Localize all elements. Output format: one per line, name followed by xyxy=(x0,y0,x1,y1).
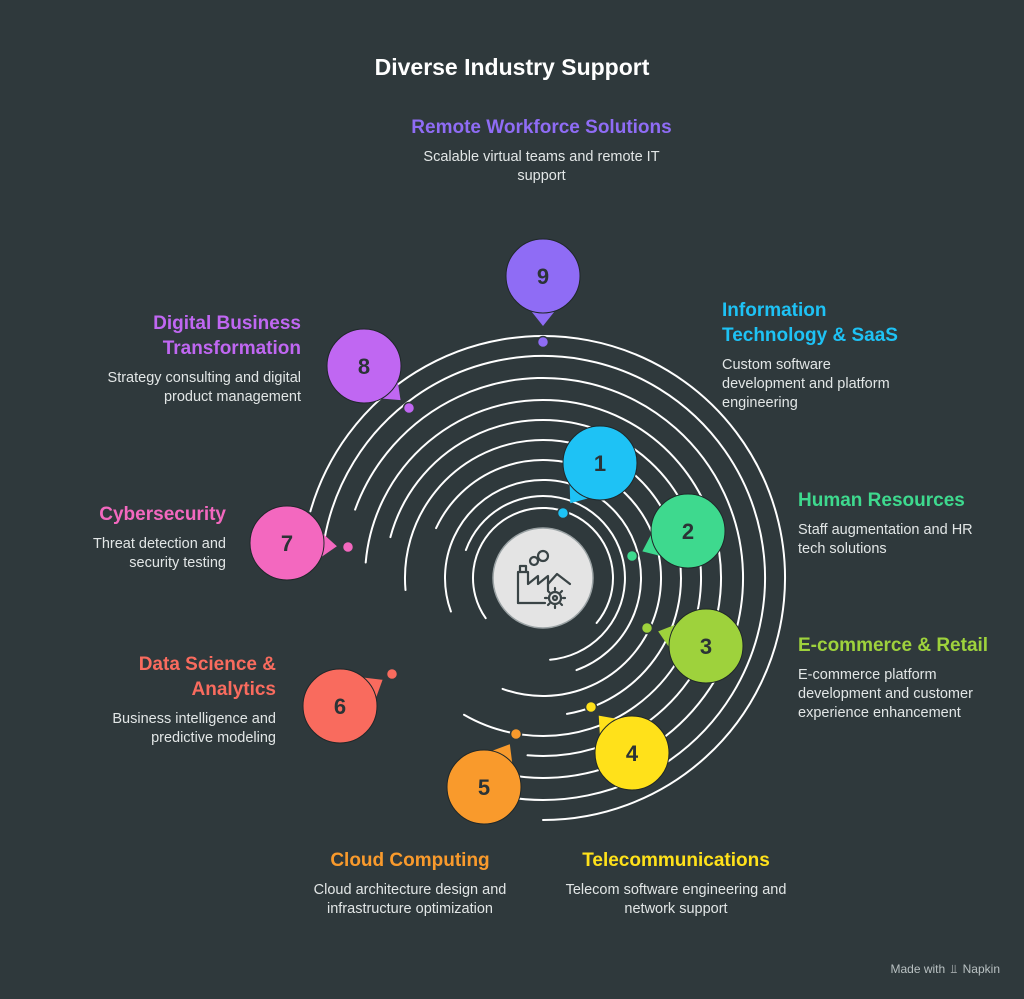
marker-number: 8 xyxy=(358,354,370,379)
industry-description: Business intelligence and predictive mod… xyxy=(112,711,276,746)
center-hub xyxy=(492,527,594,629)
marker-1: 1 xyxy=(556,425,638,520)
orbit-dot xyxy=(556,506,570,520)
orbit-dot xyxy=(584,700,598,714)
marker-number: 4 xyxy=(626,741,639,766)
marker-5: 5 xyxy=(446,727,523,825)
marker-bubble xyxy=(302,668,378,744)
marker-3: 3 xyxy=(640,608,744,684)
industry-description: Threat detection and security testing xyxy=(92,536,226,571)
factory-gear-icon xyxy=(516,549,572,610)
marker-8: 8 xyxy=(326,328,416,415)
footer-credit: Made with ⫫ Napkin xyxy=(891,962,1001,977)
industry-title: Cybersecurity xyxy=(99,504,226,525)
marker-6: 6 xyxy=(302,667,399,744)
orbit-dot xyxy=(625,549,639,563)
footer-brand: Napkin xyxy=(962,962,1000,976)
industry-description: Scalable virtual teams and remote IT sup… xyxy=(423,149,660,184)
marker-number: 1 xyxy=(594,451,606,476)
marker-bubble xyxy=(446,749,522,825)
marker-9: 9 xyxy=(505,238,581,349)
industry-title: Remote Workforce Solutions xyxy=(411,117,672,138)
marker-number: 9 xyxy=(537,264,549,289)
marker-bubble xyxy=(249,505,325,581)
orbit-dot xyxy=(385,667,399,681)
orbit-arc-10 xyxy=(309,335,786,821)
marker-bubble xyxy=(650,493,726,569)
industry-description: Strategy consulting and digital product … xyxy=(107,370,301,405)
marker-bubble xyxy=(594,715,670,791)
orbit-dot xyxy=(640,621,654,635)
marker-bubble xyxy=(505,238,581,314)
marker-4: 4 xyxy=(584,700,670,791)
orbit-dot xyxy=(509,727,523,741)
industry-description: Telecom software engineering and network… xyxy=(565,882,787,917)
napkin-logo-icon: ⫫ xyxy=(950,962,958,976)
industry-title: E-commerce & Retail xyxy=(798,635,989,656)
marker-number: 7 xyxy=(281,531,293,556)
industry-title: Telecommunications xyxy=(582,850,770,871)
marker-bubble xyxy=(668,608,744,684)
marker-2: 2 xyxy=(625,493,726,569)
industry-title: Digital Business Transformation xyxy=(153,313,301,359)
page-title: Diverse Industry Support xyxy=(374,54,650,80)
industry-title: Information Technology & SaaS xyxy=(722,300,898,346)
marker-7: 7 xyxy=(249,505,355,581)
marker-number: 2 xyxy=(682,519,694,544)
industry-description: Staff augmentation and HR tech solutions xyxy=(798,522,973,557)
industry-label-1: Information Technology & SaaS Custom soft… xyxy=(722,298,912,413)
industry-title: Data Science & Analytics xyxy=(138,654,276,700)
marker-number: 6 xyxy=(334,694,346,719)
orbit-dot xyxy=(536,335,550,349)
industry-description: Cloud architecture design and infrastruc… xyxy=(313,882,507,917)
orbit-dot xyxy=(402,401,416,415)
marker-number: 5 xyxy=(478,775,490,800)
industry-description: E-commerce platform development and cust… xyxy=(798,667,973,721)
orbit-arc-1 xyxy=(472,506,614,624)
industry-description: Custom software development and platform… xyxy=(722,357,890,411)
industry-title: Human Resources xyxy=(798,490,965,511)
marker-bubble xyxy=(326,328,402,404)
marker-number: 3 xyxy=(700,634,712,659)
markers: 1 2 3 4 5 6 7 8 9 xyxy=(249,238,744,825)
industry-title: Cloud Computing xyxy=(330,850,490,871)
marker-bubble xyxy=(562,425,638,501)
orbit-arc-7 xyxy=(364,398,723,757)
footer-prefix: Made with xyxy=(890,962,946,976)
orbit-arc-2 xyxy=(464,495,626,661)
orbit-dot xyxy=(341,540,355,554)
